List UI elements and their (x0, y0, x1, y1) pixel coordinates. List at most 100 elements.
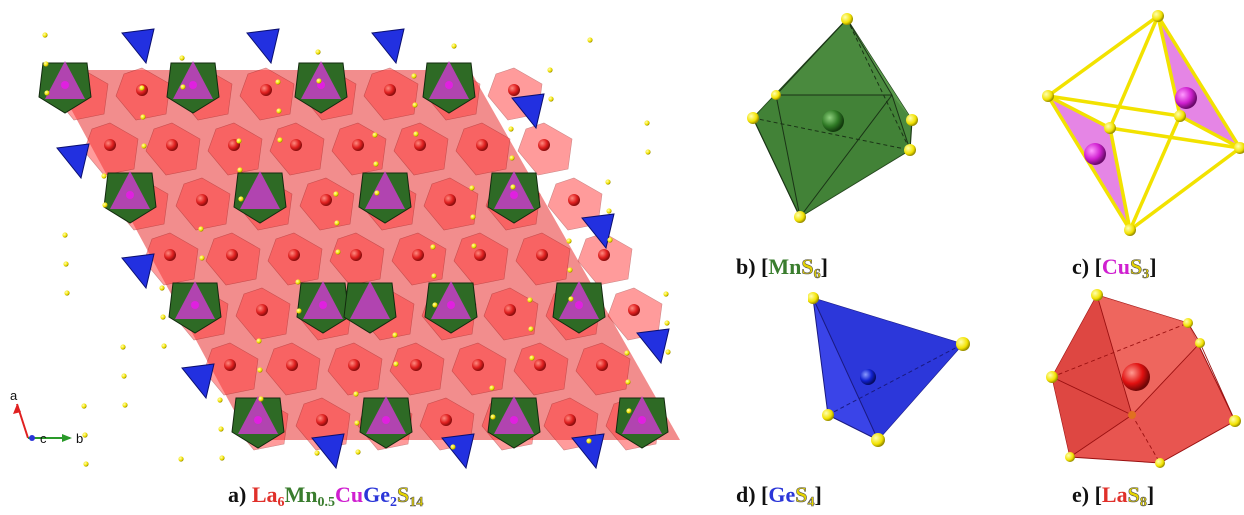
la-atom (440, 414, 452, 426)
s-atom (548, 96, 554, 102)
s-atom (42, 32, 48, 38)
s-atom (432, 302, 438, 308)
s-atom (665, 349, 671, 355)
s-atom (257, 367, 263, 373)
s-atom (510, 184, 516, 190)
s-atom (469, 185, 475, 191)
s-atom (568, 296, 574, 302)
s-atom (64, 290, 70, 296)
s-atom (63, 261, 69, 267)
axis-indicator: a b c (10, 388, 83, 446)
s-atom (566, 238, 572, 244)
s-atom (82, 432, 88, 438)
ges4-tetrahedron (636, 328, 670, 365)
s-atom (587, 37, 593, 43)
cus3-triangle (494, 171, 534, 209)
la-atom (290, 139, 302, 151)
formula-part: 3 (1142, 267, 1150, 283)
formula-part: Cu (335, 482, 364, 507)
caption-prefix: d) [ (736, 482, 769, 507)
la-atom (410, 359, 422, 371)
s-atom (102, 202, 108, 208)
s-atom (470, 214, 476, 220)
caption-panel-b: b) [MnS6] (736, 254, 828, 283)
s-atom (471, 243, 477, 249)
ges4-tetrahedron (246, 28, 280, 65)
s-atom (624, 350, 630, 356)
s-atom (120, 344, 126, 350)
formula-part: La (251, 482, 278, 507)
s-atom (140, 114, 146, 120)
formula-part: S (1130, 254, 1143, 280)
s-atom (567, 267, 573, 273)
s-atom (607, 237, 613, 243)
cus3-triangle (494, 396, 534, 434)
s-atom (83, 461, 89, 467)
s-atom (353, 391, 359, 397)
la-atom (226, 249, 238, 261)
s-atom (180, 84, 186, 90)
s-atom (62, 232, 68, 238)
formula-part: Mn (768, 254, 802, 279)
s-atom (625, 379, 631, 385)
s-atom (277, 137, 283, 143)
la-atom (412, 249, 424, 261)
cu-atom (447, 301, 455, 309)
s-atom (626, 408, 632, 414)
s-atom (258, 396, 264, 402)
s-atom (509, 155, 515, 161)
ges4-tetrahedron (441, 433, 475, 470)
s-atom (275, 79, 281, 85)
la-atom (536, 249, 548, 261)
la-atom (564, 414, 576, 426)
formula-part: 0.5 (317, 495, 336, 510)
formula-part: 2 (390, 495, 398, 510)
s-atom (412, 102, 418, 108)
s-atom (44, 90, 50, 96)
s-atom (296, 308, 302, 314)
cu-atom (189, 81, 197, 89)
cus3-triangle (240, 171, 280, 209)
cus3-triangle (366, 396, 406, 434)
s-atom (392, 332, 398, 338)
s-atom (664, 320, 670, 326)
s-atom (372, 132, 378, 138)
la-atom (476, 139, 488, 151)
la-atom (628, 304, 640, 316)
s-atom (276, 108, 282, 114)
s-atom (605, 179, 611, 185)
s-atom (238, 196, 244, 202)
cu-atom (382, 416, 390, 424)
la-atom (352, 139, 364, 151)
formula-part: S (801, 254, 814, 280)
s-atom (527, 297, 533, 303)
cu-atom (191, 301, 199, 309)
formula-part: S (795, 482, 808, 508)
la-atom (444, 194, 456, 206)
caption-panel-e: e) [LaS8] (1072, 482, 1154, 511)
s-atom (373, 161, 379, 167)
cus3-triangle (303, 281, 343, 319)
s-atom (450, 444, 456, 450)
la-atom (166, 139, 178, 151)
caption-panel-c: c) [CuS3] (1072, 254, 1157, 283)
caption-prefix: a) (228, 482, 252, 507)
cu-atom (126, 191, 134, 199)
s-atom (508, 126, 514, 132)
s-atom (199, 255, 205, 261)
s-atom (236, 138, 242, 144)
caption-prefix: b) [ (736, 254, 769, 279)
formula-part: S (1127, 482, 1140, 508)
ges4-tetrahedron (511, 93, 545, 130)
caption-suffix: ] (1146, 482, 1155, 507)
cu-atom (510, 416, 518, 424)
s-atom (122, 402, 128, 408)
s-atom (198, 226, 204, 232)
s-atom (354, 420, 360, 426)
s-atom (645, 149, 651, 155)
s-atom (355, 449, 361, 455)
crystal-structure-figure: a b c (10, 28, 680, 470)
ges4-tetrahedron-figure (808, 292, 970, 447)
la-atom (288, 249, 300, 261)
cu-atom (319, 301, 327, 309)
